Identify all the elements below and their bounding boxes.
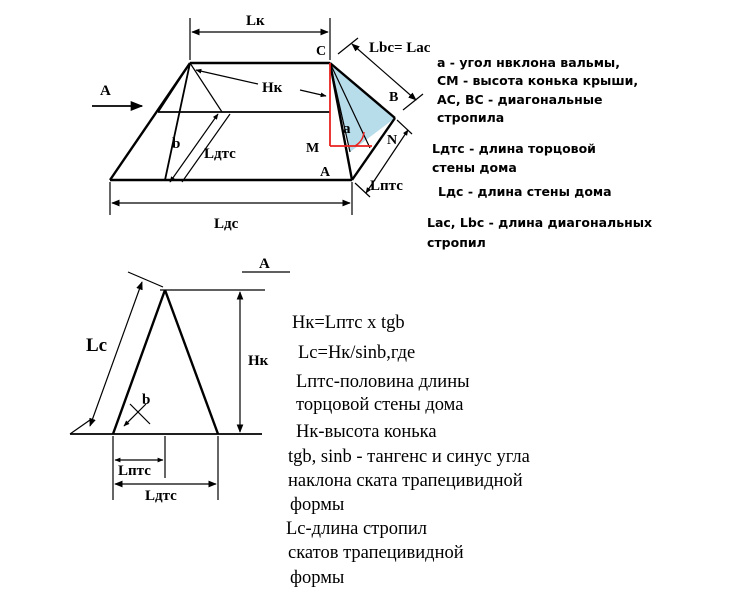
label-arrow-A: A [100,83,111,99]
label-ldc: Lдс [214,216,239,232]
label-point-C: C [316,44,326,59]
label-point-B: B [389,90,398,105]
formula-line: Hк=Lптс x tgb [292,313,405,333]
right-hip-front [328,62,354,181]
ldtc-dimension-ext [181,113,231,183]
rafter-left-inner [189,62,223,113]
legend-line: AC, BC - диагональные [437,92,603,107]
label-ldtc: Lдтс [204,146,236,162]
label-b-bottom: b [142,392,150,408]
label-hk-bottom: Hк [248,353,269,369]
formula-line: формы [290,568,344,588]
formula-line: Lптс-половина длины [296,372,470,392]
label-hk: Hк [262,80,283,96]
angle-a-arc [354,131,365,147]
label-point-A: A [320,165,331,180]
label-point-N: N [387,133,397,148]
label-section-A: A [259,256,270,272]
legend-line: стропил [427,235,486,250]
legend-line: Lдтс - длина торцовой [432,141,596,156]
formula-line: скатов трапецивидной [288,543,464,563]
legend-line: стены дома [432,160,517,175]
formula-line: Hк-высота конька [296,422,437,442]
lptc-dimension [365,129,409,194]
b-leader-lower [123,403,147,427]
lbc-ext-top [337,37,359,55]
formula-line: формы [290,495,344,515]
lc-ext-bottom [69,419,91,435]
label-lc: Lc [86,335,107,356]
legend-line: стропила [437,110,504,125]
legend-line: a - угол нвклона вальмы, [437,55,620,70]
lbc-dimension [351,43,417,101]
slope-right [163,289,220,435]
label-angle-a: a [343,121,351,137]
formula-line: наклона ската трапецивидной [288,471,523,491]
label-b-top: b [172,136,180,152]
label-lptc-top: Lптс [370,178,403,194]
hk-leader-right [299,89,327,98]
hk-leader-left [195,68,259,85]
label-lbc-eq: Lbc= Lac [369,40,431,56]
label-ldtc-bottom: Lдтс [145,488,177,504]
ldtc-dimension [169,113,219,183]
label-lk: Lк [246,13,265,29]
label-lptc-bottom: Lптс [118,463,151,479]
lc-dimension [89,281,143,427]
section-view-A: A Lc Hк b Lптс Lдтс [69,256,290,504]
lc-ext-top [127,271,164,288]
legend-block: a - угол нвклона вальмы, CM - высота кон… [427,55,652,250]
formula-line: Lc=Hк/sinb,где [298,343,415,363]
hip-roof-perspective: Lк Hк Lдтс Lдс b a A C B M N A Lптс Lbc=… [92,13,431,232]
formula-line: tgb, sinb - тангенс и синус угла [288,447,530,467]
left-hip-back [157,62,191,113]
formula-line: торцовой стены дома [296,395,463,415]
lptc-ext-top [396,119,413,135]
label-point-M: M [306,141,319,156]
legend-line: Lдс - длина стены дома [438,184,612,199]
rafter-right-inner [329,62,351,153]
lbc-ext-bottom [402,93,424,111]
lptc-ext-bottom [354,182,371,198]
legend-line: CM - высота конька крыши, [437,73,638,88]
legend-line: Lac, Lbc - длина диагональных [427,215,652,230]
b-leader-upper [129,403,151,425]
formula-block: Hк=Lптс x tgb Lc=Hк/sinb,где Lптс-полови… [286,313,530,588]
formula-line: Lc-длина стропил [286,519,427,539]
